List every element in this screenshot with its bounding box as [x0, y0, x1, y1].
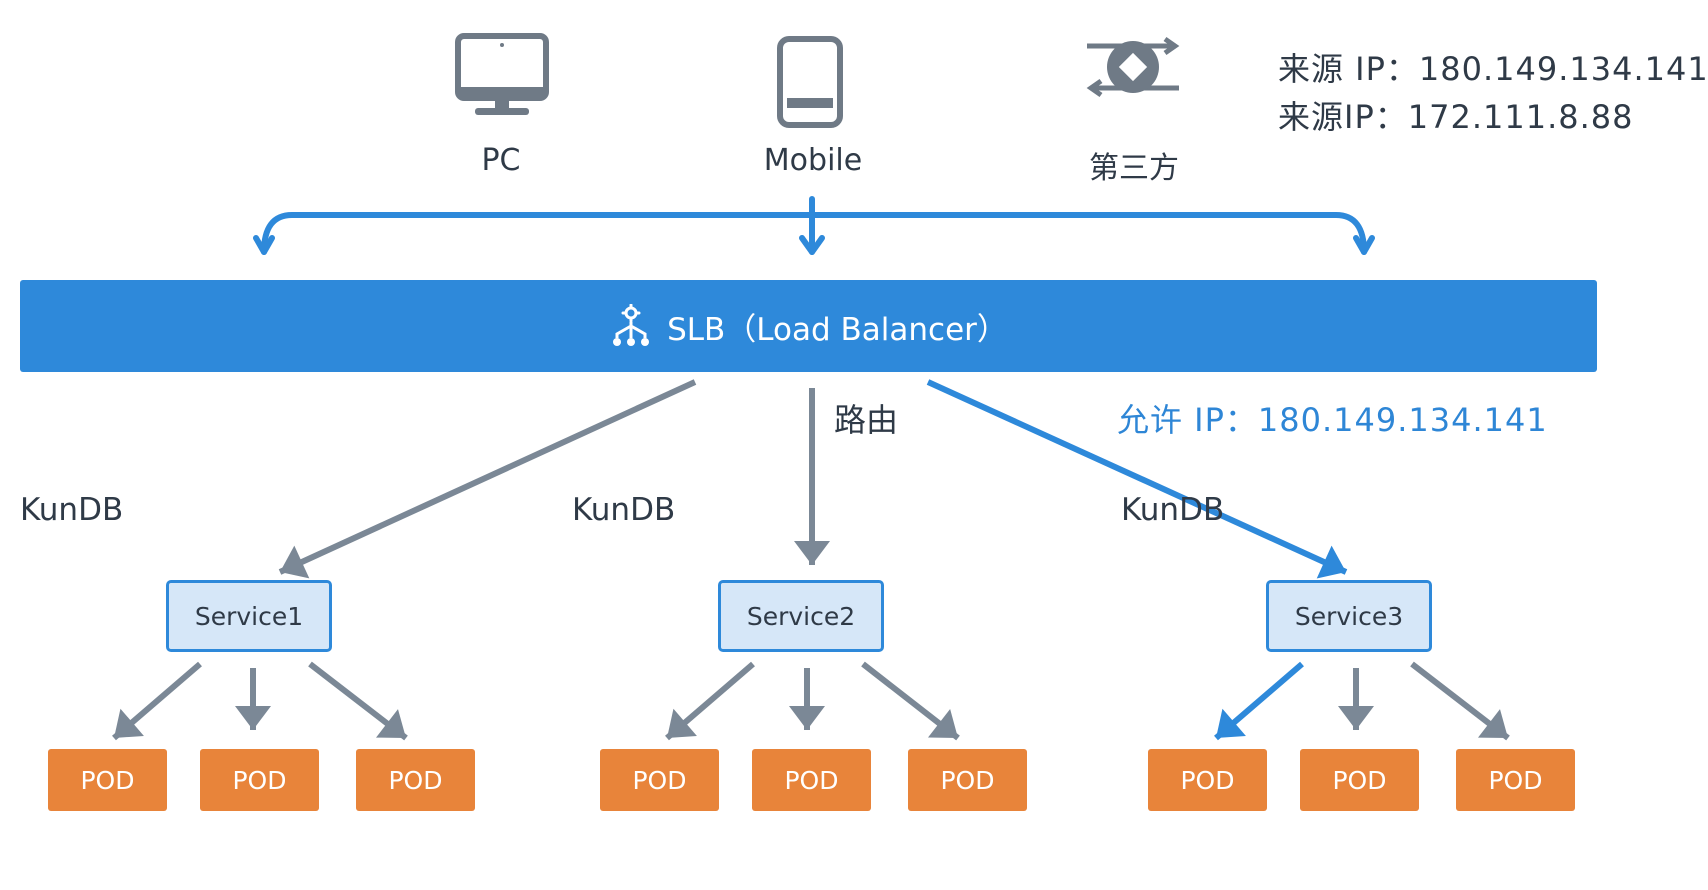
service3-to-pod3-arrow — [1410, 661, 1510, 741]
pod-box: POD — [48, 749, 167, 811]
mobile-label: Mobile — [763, 143, 863, 178]
slb-label: SLB（Load Balancer） — [667, 311, 1008, 348]
pod-box: POD — [600, 749, 719, 811]
slb-to-service1-arrow — [278, 379, 697, 579]
route-label: 路由 — [834, 401, 899, 439]
service-label: Service1 — [194, 601, 304, 631]
source-ip-line-2: 来源IP：172.111.8.88 — [1278, 98, 1634, 136]
third-party-label: 第三方 — [1089, 151, 1179, 186]
pod-label: POD — [232, 765, 287, 795]
allow-ip-label: 允许 IP：180.149.134.141 — [1117, 401, 1548, 439]
pc-label: PC — [481, 143, 521, 178]
pod-box: POD — [1300, 749, 1419, 811]
pod-box: POD — [1148, 749, 1267, 811]
pod-box: POD — [356, 749, 475, 811]
service2-box: Service2 — [718, 580, 884, 652]
mobile-icon — [777, 36, 843, 128]
pod-box: POD — [908, 749, 1027, 811]
pod-box: POD — [1456, 749, 1575, 811]
service3-box: Service3 — [1266, 580, 1432, 652]
service-label: Service2 — [746, 601, 856, 631]
pod-label: POD — [1488, 765, 1543, 795]
pod-label: POD — [1332, 765, 1387, 795]
service1-to-pod1-arrow — [112, 661, 202, 741]
pod-label: POD — [80, 765, 135, 795]
third-party-exchange-icon — [1086, 36, 1180, 98]
slb-load-balancer-bar: SLB（Load Balancer） — [20, 280, 1597, 372]
service1-box: Service1 — [166, 580, 332, 652]
service2-to-pod3-arrow — [861, 661, 960, 741]
kundb-label: KunDB — [20, 492, 124, 528]
client-to-slb-connector — [253, 196, 1375, 255]
pod-label: POD — [940, 765, 995, 795]
service2-to-pod1-arrow — [665, 661, 755, 741]
service1-to-pod3-arrow — [308, 661, 408, 741]
pod-label: POD — [784, 765, 839, 795]
service3-to-pod1-arrow — [1214, 661, 1304, 741]
service-label: Service3 — [1294, 601, 1404, 631]
kundb-label: KunDB — [1121, 492, 1225, 528]
pod-label: POD — [632, 765, 687, 795]
pod-label: POD — [1180, 765, 1235, 795]
pod-box: POD — [200, 749, 319, 811]
load-balancer-icon — [613, 304, 650, 346]
kundb-label: KunDB — [572, 492, 676, 528]
pod-box: POD — [752, 749, 871, 811]
source-ip-line-1: 来源 IP：180.149.134.141 — [1278, 50, 1708, 88]
pod-label: POD — [388, 765, 443, 795]
pc-icon — [455, 33, 549, 115]
slb-to-service3-arrow — [926, 379, 1348, 579]
